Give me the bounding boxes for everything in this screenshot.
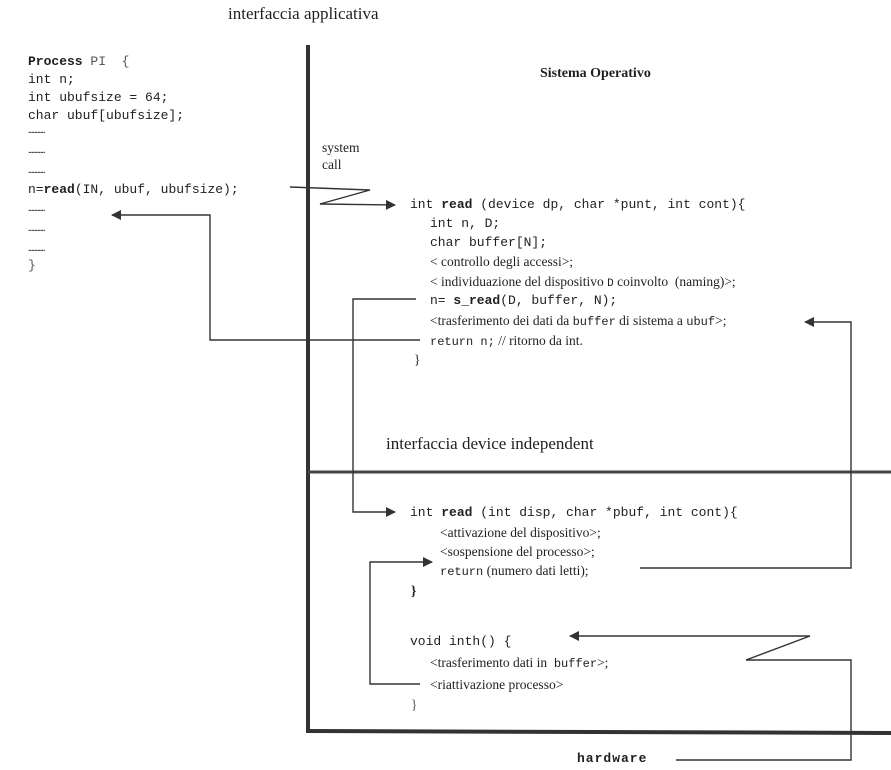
process-line-1: int n;: [28, 72, 75, 87]
return-to-process-arrow: [111, 210, 420, 341]
os-read-line-6: <trasferimento dei dati da buffer di sis…: [430, 313, 727, 329]
process-dots-1: ...........: [28, 125, 45, 136]
hardware-label: hardware: [577, 751, 648, 766]
process-dots-4: ...........: [28, 203, 45, 214]
process-dots-6: ...........: [28, 243, 45, 254]
process-header: Process PI {: [28, 54, 130, 69]
device-independent-label: interfaccia device independent: [386, 434, 594, 453]
interfaccia-applicativa-label: interfaccia applicativa: [228, 4, 379, 23]
process-dots-3: ...........: [28, 165, 45, 176]
process-line-2: int ubufsize = 64;: [28, 90, 169, 105]
inth-signature: void inth() {: [410, 634, 512, 649]
process-close: }: [28, 258, 36, 273]
device-read-close: }: [411, 583, 417, 598]
sistema-operativo-label: Sistema Operativo: [540, 66, 651, 81]
process-dots-5: ...........: [28, 223, 45, 234]
device-return-arrow: [640, 317, 852, 569]
s-read-call-arrow: [352, 298, 416, 517]
inth-line-2: <riattivazione processo>: [430, 677, 564, 692]
system-call-arrow: [289, 186, 396, 210]
reactivation-arrow: [369, 557, 433, 685]
process-line-3: char ubuf[ubufsize];: [28, 108, 185, 123]
os-read-signature: int read (device dp, char *punt, int con…: [410, 197, 746, 212]
device-read-line-2: <sospensione del processo>;: [440, 544, 595, 559]
inth-close: }: [411, 697, 418, 712]
device-read-return-line: return (numero dati letti);: [440, 563, 589, 579]
process-dots-2: ...........: [28, 145, 45, 156]
interrupt-arrow: [569, 631, 852, 761]
os-read-line-4: < individuazione del dispositivo D coinv…: [430, 274, 736, 290]
device-read-line-1: <attivazione del dispositivo>;: [440, 525, 601, 540]
os-read-line-1: int n, D;: [430, 216, 501, 231]
os-read-s-read-line: n= s_read(D, buffer, N);: [430, 293, 618, 308]
os-read-close: }: [414, 352, 421, 367]
os-read-line-2: char buffer[N];: [430, 235, 548, 250]
os-read-line-3: < controllo degli accessi>;: [430, 254, 574, 269]
inth-line-1: <trasferimento dati in buffer>;: [430, 655, 609, 671]
hardware-boundary: [305, 729, 891, 735]
device-read-signature: int read (int disp, char *pbuf, int cont…: [410, 505, 738, 520]
os-read-return-line: return n; // ritorno da int.: [430, 333, 583, 349]
process-read-call: n=read(IN, ubuf, ubufsize);: [28, 182, 239, 197]
